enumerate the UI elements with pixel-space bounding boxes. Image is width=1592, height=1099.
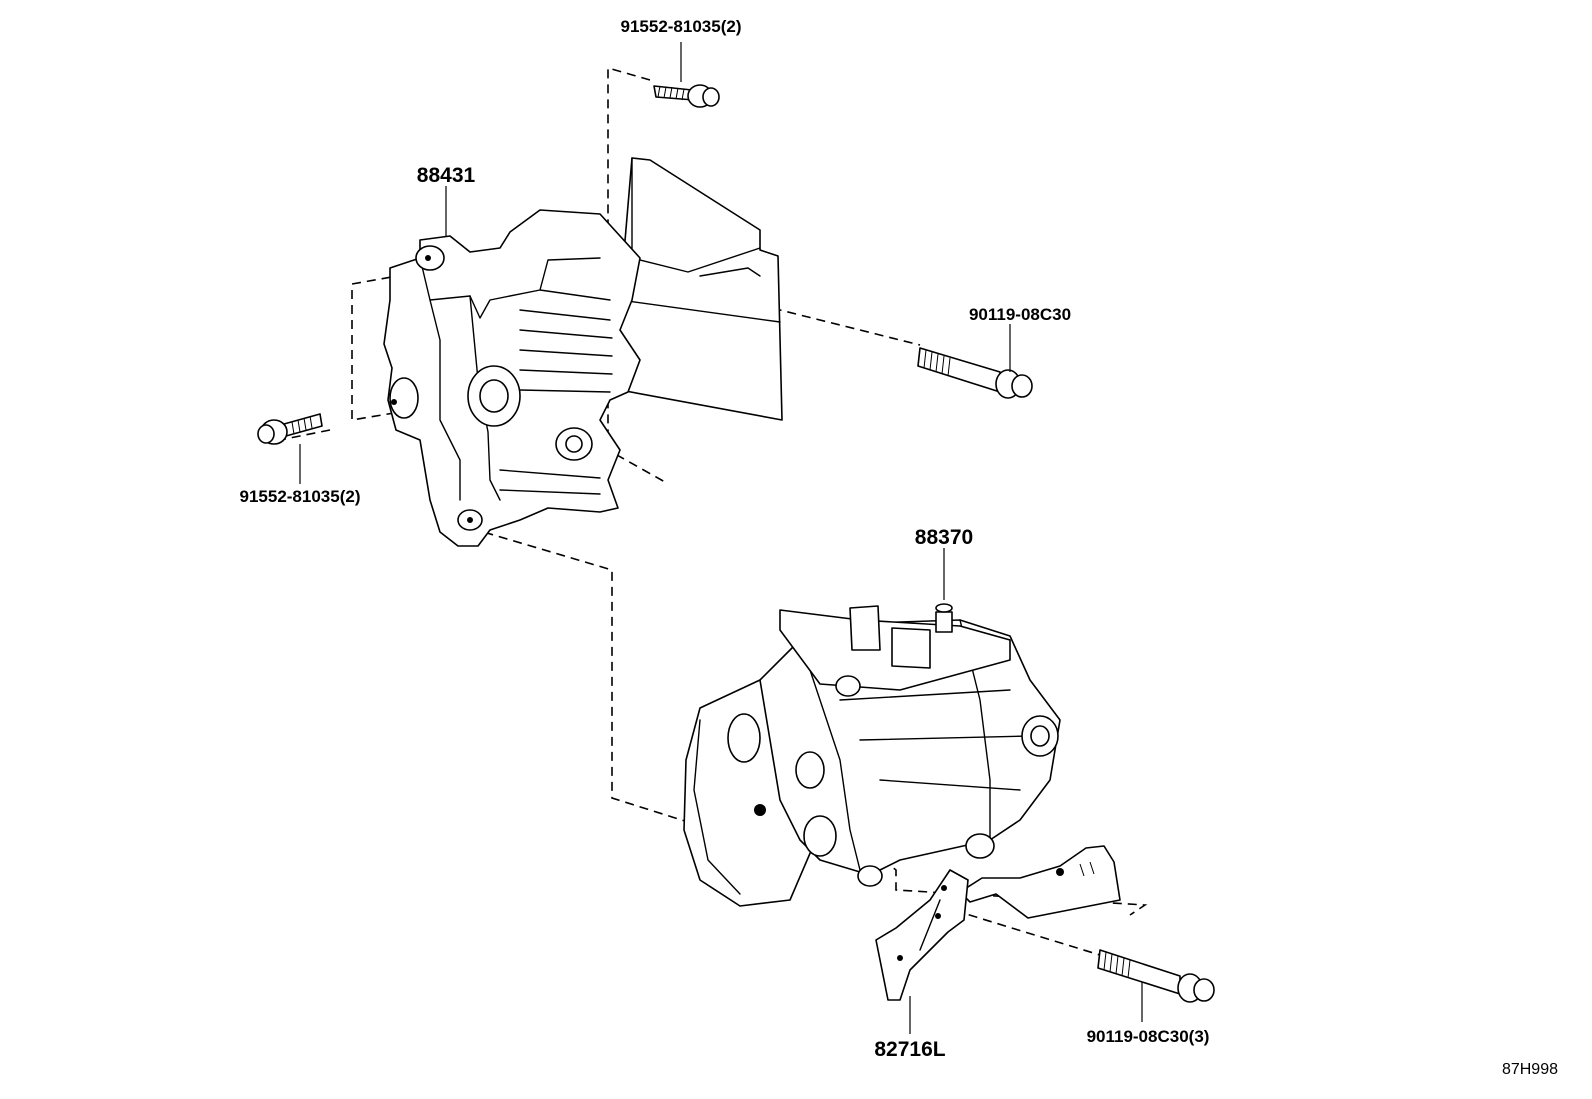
label-bolt-right: 90119-08C30 bbox=[969, 305, 1071, 324]
compressor-bracket[interactable] bbox=[383, 157, 783, 547]
label-bracket: 88431 bbox=[417, 164, 476, 187]
label-bolt-top: 91552-81035(2) bbox=[621, 17, 742, 36]
label-bolt-bottom: 90119-08C30(3) bbox=[1087, 1027, 1210, 1046]
label-stay: 82716L bbox=[874, 1038, 945, 1061]
leader-lines bbox=[299, 42, 1143, 1034]
bolt-right[interactable] bbox=[917, 347, 1033, 399]
bolt-bottom[interactable] bbox=[1097, 949, 1215, 1003]
compressor-stay[interactable] bbox=[875, 845, 1121, 1001]
part-labels: 91552-81035(2) 88431 90119-08C30 91552-8… bbox=[240, 17, 1559, 1078]
label-compressor: 88370 bbox=[915, 526, 973, 549]
figure-code: 87H998 bbox=[1502, 1061, 1558, 1078]
ac-compressor[interactable] bbox=[683, 603, 1061, 907]
bolt-left[interactable] bbox=[257, 413, 323, 445]
bolt-top[interactable] bbox=[653, 84, 720, 108]
label-bolt-left: 91552-81035(2) bbox=[240, 487, 361, 506]
